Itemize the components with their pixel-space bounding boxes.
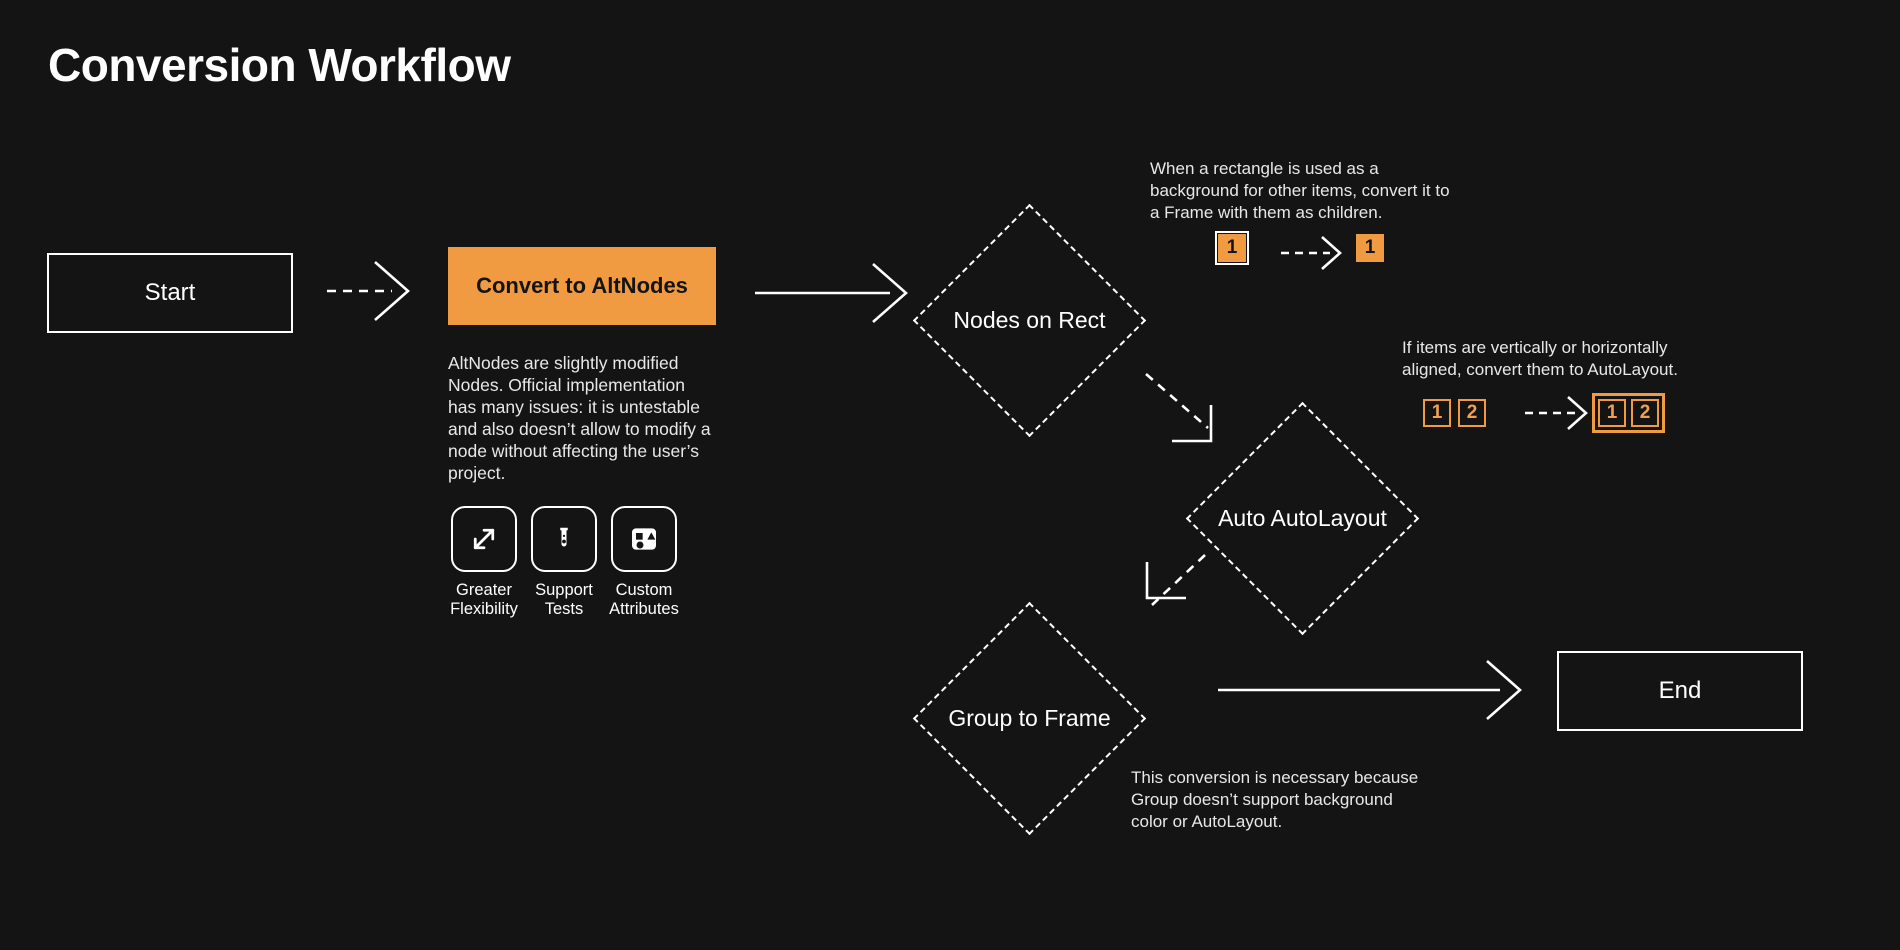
node-end[interactable]: End: [1557, 651, 1803, 731]
node-start-label: Start: [144, 279, 196, 306]
feature-label-line2: Attributes: [609, 600, 679, 618]
node-start[interactable]: Start: [47, 253, 293, 333]
feature-label-line1: Greater: [456, 581, 512, 599]
badge-before-group: 1 2: [1423, 399, 1486, 427]
convert-description: AltNodes are slightly modified Nodes. Of…: [448, 353, 711, 483]
note-auto-autolayout: If items are vertically or horizontally …: [1402, 338, 1678, 379]
node-group-to-frame-label: Group to Frame: [948, 705, 1111, 731]
feature-custom-attributes-label: Custom Attributes: [609, 581, 679, 619]
node-end-label: End: [1658, 677, 1702, 704]
arrow-start-to-convert: [327, 261, 410, 321]
badge-illustration-auto-autolayout: 1 2 1 2: [1423, 393, 1665, 433]
arrow-nodes-to-auto: [1145, 373, 1213, 443]
badge-before-1: 1: [1423, 399, 1451, 427]
badge-before-1: 1: [1215, 231, 1249, 265]
feature-label-line1: Custom: [615, 581, 673, 599]
feature-label-line1: Support: [535, 581, 593, 599]
expand-arrows-icon: [451, 506, 517, 572]
feature-support-tests-label: Support Tests: [535, 581, 593, 619]
node-group-to-frame[interactable]: Group to Frame: [912, 601, 1147, 836]
feature-support-tests[interactable]: Support Tests: [531, 506, 597, 619]
feature-label-line2: Tests: [544, 600, 584, 618]
feature-list: Greater Flexibility Support Tests: [450, 506, 679, 619]
page-title: Conversion Workflow: [48, 39, 511, 91]
badge-before-2: 2: [1458, 399, 1486, 427]
arrow-group-to-end: [1218, 660, 1522, 720]
node-convert-to-altnodes[interactable]: Convert to AltNodes: [448, 247, 716, 325]
feature-label-line2: Flexibility: [450, 600, 518, 618]
arrow-convert-to-nodes: [755, 263, 908, 323]
badge-after-2: 2: [1631, 399, 1659, 427]
test-tube-icon: [531, 506, 597, 572]
node-auto-autolayout-label: Auto AutoLayout: [1218, 505, 1387, 531]
node-convert-label: Convert to AltNodes: [476, 273, 688, 298]
feature-greater-flexibility[interactable]: Greater Flexibility: [450, 506, 518, 619]
note-nodes-on-rect: When a rectangle is used as a background…: [1150, 159, 1450, 222]
badge-after-1: 1: [1598, 399, 1626, 427]
node-auto-autolayout[interactable]: Auto AutoLayout: [1185, 401, 1420, 636]
badge-after-group-frame: 1 2: [1592, 393, 1665, 433]
badge-after-1: 1: [1356, 234, 1384, 262]
feature-custom-attributes[interactable]: Custom Attributes: [609, 506, 679, 619]
arrow-auto-to-group: [1145, 554, 1206, 606]
badge-illustration-nodes-on-rect: 1 1: [1215, 231, 1384, 265]
feature-greater-flexibility-label: Greater Flexibility: [450, 581, 518, 619]
note-group-to-frame: This conversion is necessary because Gro…: [1131, 768, 1419, 831]
node-nodes-on-rect[interactable]: Nodes on Rect: [912, 203, 1147, 438]
node-nodes-on-rect-label: Nodes on Rect: [953, 307, 1106, 333]
shapes-icon: [611, 506, 677, 572]
